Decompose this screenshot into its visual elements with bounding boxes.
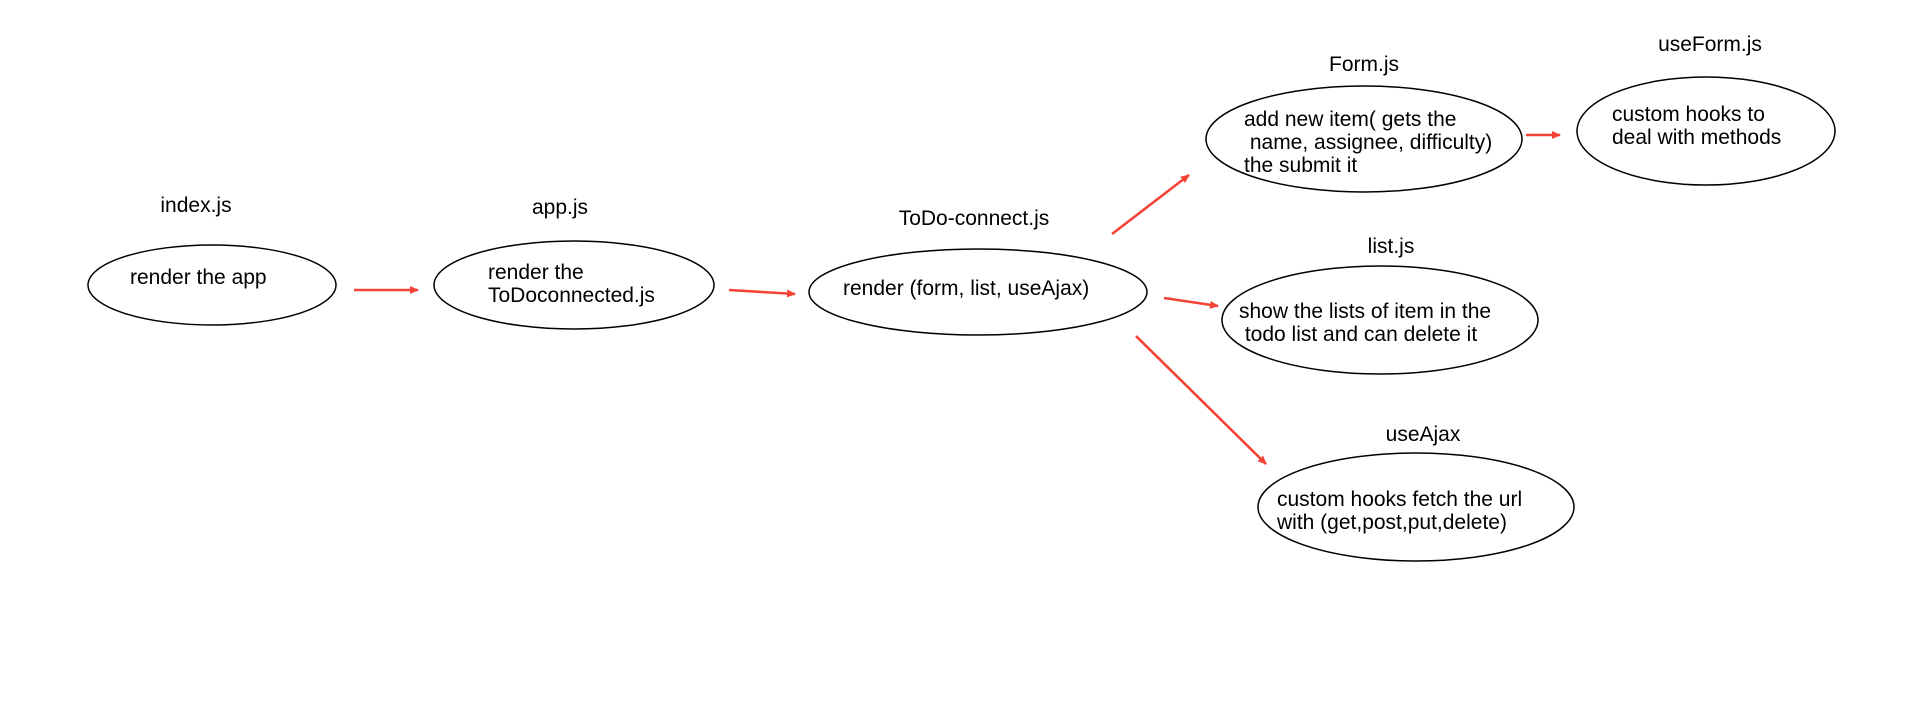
node-title-app: app.js [532,196,588,219]
arrow-app-to-todo-connect [728,288,796,298]
node-form: Form.js add new item( gets the name, ass… [1205,53,1523,193]
node-shape-app [433,240,715,330]
node-title-form: Form.js [1329,53,1399,76]
arrow-todo-connect-to-list [1163,296,1219,309]
node-shape-use-form [1576,76,1836,186]
node-text-form-line-2: name, assignee, difficulty) [1244,131,1492,154]
arrow-todo-connect-to-use-ajax [1135,335,1267,465]
node-text-app-line-1: render the [488,261,584,284]
node-shape-form [1205,85,1523,193]
node-use-form: useForm.js custom hooks to deal with met… [1576,33,1836,186]
node-shape-list [1221,265,1539,375]
node-title-todo-connect: ToDo-connect.js [899,207,1050,230]
node-text-form-line-3: the submit it [1244,154,1357,177]
node-shape-todo-connect [808,248,1148,336]
node-app: app.js render the ToDoconnected.js [433,196,715,330]
node-text-use-form-line-2: deal with methods [1612,126,1781,149]
node-title-use-form: useForm.js [1658,33,1762,56]
node-text-use-form-line-1: custom hooks to [1612,103,1765,126]
node-title-list: list.js [1368,235,1415,258]
node-shape-index [87,244,337,326]
node-title-index: index.js [160,194,231,217]
node-todo-connect: ToDo-connect.js render (form, list, useA… [808,207,1148,336]
node-use-ajax: useAjax custom hooks fetch the url with … [1257,423,1575,562]
arrow-todo-connect-to-form [1111,173,1190,236]
node-text-app-line-2: ToDoconnected.js [488,284,655,307]
edges [354,131,1561,465]
node-shape-use-ajax [1257,452,1575,562]
node-text-form-line-1: add new item( gets the [1244,108,1456,131]
node-text-use-ajax-line-1: custom hooks fetch the url [1277,488,1522,511]
node-text-list-line-2: todo list and can delete it [1239,323,1477,346]
node-list: list.js show the lists of item in the to… [1221,235,1539,375]
node-index: index.js render the app [87,194,337,326]
node-text-use-ajax-line-2: with (get,post,put,delete) [1276,511,1507,534]
node-title-use-ajax: useAjax [1386,423,1461,446]
node-text-list-line-1: show the lists of item in the [1239,300,1491,323]
node-text-index: render the app [130,266,267,289]
node-text-todo-connect: render (form, list, useAjax) [843,277,1089,300]
